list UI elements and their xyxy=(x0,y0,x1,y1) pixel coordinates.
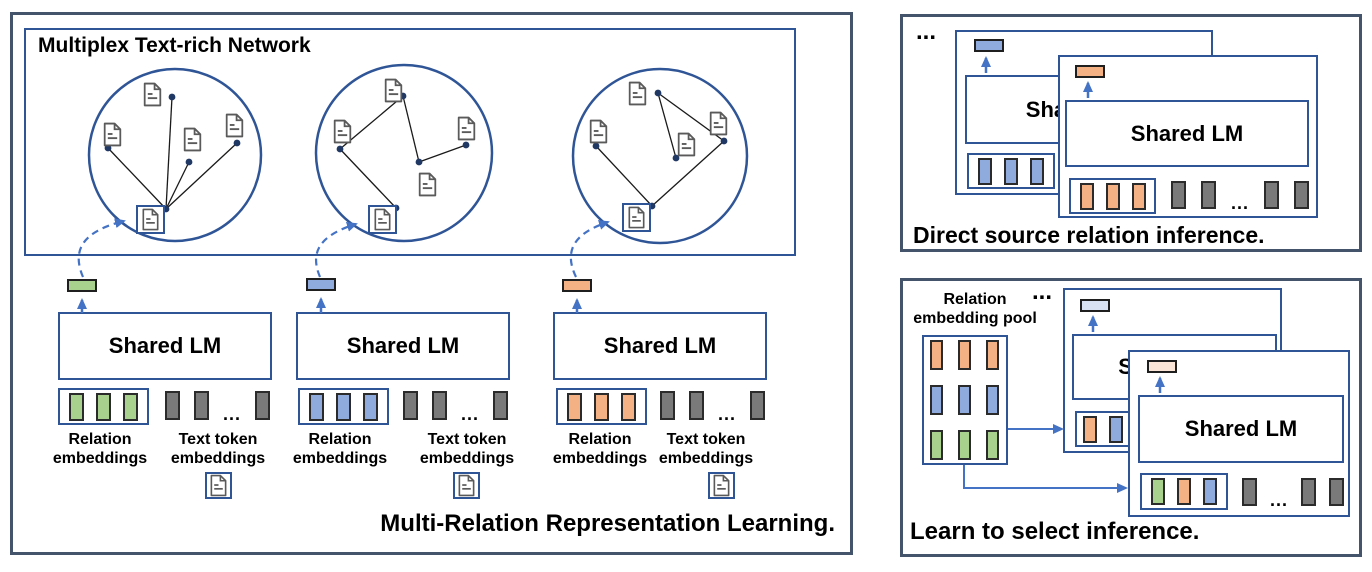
source-document-icon xyxy=(453,472,480,499)
relation-embedding xyxy=(1151,478,1165,505)
token-embedding xyxy=(493,391,509,420)
relation-embedding xyxy=(978,157,992,185)
learn-to-select-caption: Learn to select inference. xyxy=(910,518,1200,545)
multiplex-network-box xyxy=(24,28,796,256)
token-embeddings-group: ... xyxy=(403,391,509,424)
relation-embedding xyxy=(930,430,943,460)
direct-inference-panel xyxy=(900,14,1362,252)
source-relation-embedding-output xyxy=(974,39,1004,52)
inferred-relation-embedding-output xyxy=(1080,299,1110,312)
relation-embedding xyxy=(621,392,636,421)
more-cards-ellipsis: ... xyxy=(916,18,937,45)
source-relation-embedding-output xyxy=(306,278,336,291)
relation-embedding xyxy=(1030,157,1044,185)
ellipsis: ... xyxy=(461,404,480,424)
relation-embedding xyxy=(1203,478,1217,505)
shared-lm-box: Shared LM xyxy=(1138,395,1344,463)
relation-embedding xyxy=(986,430,999,460)
ellipsis: ... xyxy=(1231,193,1250,213)
inferred-relation-embedding-output xyxy=(1147,360,1177,373)
relation-embedding xyxy=(96,392,111,421)
token-embedding xyxy=(660,391,675,420)
relation-embeddings-group xyxy=(967,153,1055,189)
relation-embeddings-group xyxy=(556,388,647,425)
relation-pool-label: Relation embedding pool xyxy=(913,291,1037,327)
relation-embedding xyxy=(567,392,582,421)
token-embedding xyxy=(1301,478,1317,506)
relation-embeddings-label: Relation embeddings xyxy=(52,431,148,467)
relation-embedding xyxy=(930,340,943,370)
learn-to-select-panel xyxy=(900,278,1362,557)
ellipsis: ... xyxy=(223,404,242,424)
token-embedding xyxy=(689,391,704,420)
relation-embedding xyxy=(1131,182,1146,210)
select-card-front: Shared LM ... xyxy=(1128,350,1350,517)
token-embeddings-label: Text token embeddings xyxy=(419,431,515,467)
token-embedding xyxy=(1171,181,1186,209)
source-document-icon xyxy=(708,472,735,499)
token-embedding xyxy=(750,391,766,420)
relation-embeddings-group xyxy=(1140,473,1228,510)
left-panel-caption: Multi-Relation Representation Learning. xyxy=(380,510,835,537)
token-embeddings-group: ... xyxy=(660,391,766,424)
relation-embeddings-group xyxy=(58,388,149,425)
token-embeddings-label: Text token embeddings xyxy=(658,431,754,467)
pool-row-blue xyxy=(930,385,999,415)
shared-lm-box: Shared LM xyxy=(58,312,272,380)
source-relation-embedding-output xyxy=(562,279,592,292)
token-embedding xyxy=(194,391,209,420)
relation-embedding xyxy=(1105,182,1120,210)
direct-inference-caption: Direct source relation inference. xyxy=(913,222,1265,248)
shared-lm-box: Shared LM xyxy=(553,312,767,380)
pool-row-orange xyxy=(930,340,999,370)
multi-relation-panel xyxy=(10,12,853,555)
source-relation-embedding-output xyxy=(1075,65,1105,78)
relation-embedding xyxy=(930,385,943,415)
relation-embedding xyxy=(594,392,609,421)
relation-embeddings-label: Relation embeddings xyxy=(552,431,648,467)
token-embedding xyxy=(165,391,180,420)
token-embedding xyxy=(403,391,418,420)
token-embedding xyxy=(1329,478,1345,506)
token-embeddings-group: ... xyxy=(165,391,271,424)
token-embedding xyxy=(1264,181,1280,209)
source-document-icon xyxy=(205,472,232,499)
token-embeddings-label: Text token embeddings xyxy=(170,431,266,467)
ellipsis: ... xyxy=(718,404,737,424)
relation-embedding xyxy=(986,340,999,370)
token-embeddings-group: ... xyxy=(1171,181,1310,213)
relation-embedding xyxy=(958,340,971,370)
relation-embedding xyxy=(1177,478,1191,505)
shared-lm-box: Shared LM xyxy=(1065,100,1309,167)
relation-embeddings-group xyxy=(298,388,389,425)
token-embedding xyxy=(255,391,271,420)
source-relation-embedding-output xyxy=(67,279,97,292)
token-embedding xyxy=(432,391,447,420)
relation-embedding xyxy=(1004,157,1018,185)
token-embedding xyxy=(1201,181,1216,209)
relation-embedding xyxy=(986,385,999,415)
relation-embeddings-group xyxy=(1069,178,1156,214)
token-embedding xyxy=(1242,478,1257,506)
shared-lm-box: Shared LM xyxy=(296,312,510,380)
relation-embedding xyxy=(958,430,971,460)
token-embeddings-group: ... xyxy=(1242,478,1345,510)
pool-row-green xyxy=(930,430,999,460)
inference-card-front: Shared LM ... xyxy=(1058,55,1318,218)
more-cards-ellipsis: ... xyxy=(1032,278,1053,305)
relation-embedding-pool xyxy=(922,335,1008,465)
token-embedding xyxy=(1294,181,1310,209)
relation-embedding xyxy=(958,385,971,415)
relation-embedding xyxy=(1079,182,1094,210)
ellipsis: ... xyxy=(1270,490,1289,510)
relation-embedding xyxy=(123,392,138,421)
relation-embedding xyxy=(309,392,324,421)
relation-embeddings-label: Relation embeddings xyxy=(292,431,388,467)
relation-embedding xyxy=(1109,415,1123,443)
relation-embedding xyxy=(69,392,84,421)
relation-embedding xyxy=(363,392,378,421)
network-title: Multiplex Text-rich Network xyxy=(38,34,311,57)
relation-embedding xyxy=(336,392,351,421)
relation-embedding xyxy=(1083,415,1097,443)
